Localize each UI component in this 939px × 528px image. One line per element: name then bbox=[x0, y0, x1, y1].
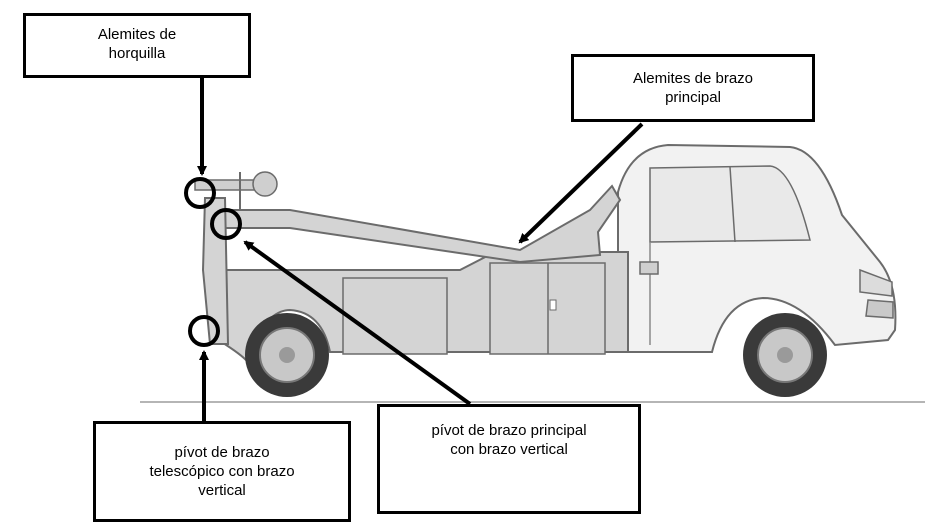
grease-point-circle-telescopic-pivot bbox=[188, 315, 220, 347]
headlight bbox=[859, 268, 893, 297]
front-hub bbox=[777, 347, 793, 363]
vertical-post bbox=[201, 197, 230, 345]
window-divider bbox=[729, 166, 736, 243]
winch-drum bbox=[252, 171, 278, 197]
callout-pivot-brazo-telescopico-text: pívot de brazo telescópico con brazo ver… bbox=[149, 444, 295, 499]
side-mirror bbox=[639, 261, 659, 275]
rear-hub bbox=[279, 347, 295, 363]
arrow-pivot-principal bbox=[243, 240, 472, 406]
grease-point-circle-fork bbox=[184, 177, 216, 209]
main-boom bbox=[224, 184, 622, 264]
grill bbox=[865, 299, 894, 319]
callout-pivot-brazo-principal-text: pívot de brazo principal con brazo verti… bbox=[431, 422, 587, 458]
callout-pivot-brazo-principal: pívot de brazo principal con brazo verti… bbox=[377, 404, 641, 514]
compartment-left bbox=[342, 277, 448, 355]
callout-pivot-brazo-telescopico: pívot de brazo telescópico con brazo ver… bbox=[93, 421, 351, 522]
arrow-brazo-principal bbox=[518, 122, 644, 244]
tow-truck bbox=[194, 143, 897, 397]
latch bbox=[549, 299, 557, 311]
callout-alemites-brazo-principal-text: Alemites de brazo principal bbox=[632, 70, 754, 106]
callout-alemites-horquilla: Alemites de horquilla bbox=[23, 13, 251, 78]
grease-point-circle-boom-pivot bbox=[210, 208, 242, 240]
callout-alemites-brazo-principal: Alemites de brazo principal bbox=[571, 54, 815, 122]
cab-window bbox=[649, 165, 811, 243]
callout-alemites-horquilla-text: Alemites de horquilla bbox=[97, 26, 177, 62]
